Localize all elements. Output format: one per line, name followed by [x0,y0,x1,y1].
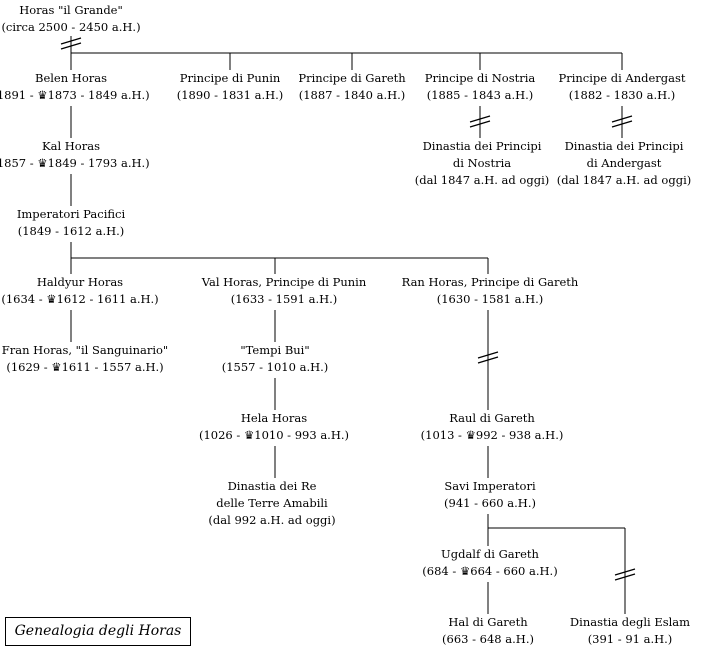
node-horas-il-grande: Horas "il Grande"(circa 2500 - 2450 a.H.… [1,3,141,34]
node-ugdalf-di-gareth: Ugdalf di Gareth(684 - ♛664 - 660 a.H.) [422,547,558,578]
node-hal-di-gareth: Hal di Gareth(663 - 648 a.H.) [442,615,534,646]
node-savi-imperatori: Savi Imperatori(941 - 660 a.H.) [444,479,536,510]
node-ran-horas: Ran Horas, Principe di Gareth(1630 - 158… [401,275,579,306]
node-raul-di-gareth: Raul di Gareth(1013 - ♛992 - 938 a.H.) [420,411,564,442]
node-val-horas: Val Horas, Principe di Punin(1633 - 1591… [201,275,367,306]
node-dinastia-eslam: Dinastia degli Eslam(391 - 91 a.H.) [569,615,691,646]
node-principe-di-gareth: Principe di Gareth(1887 - 1840 a.H.) [298,71,406,102]
node-fran-horas: Fran Horas, "il Sanguinario"(1629 - ♛161… [1,343,169,374]
node-imperatori-pacifici: Imperatori Pacifici(1849 - 1612 a.H.) [16,207,126,238]
node-belen-horas: Belen Horas(1891 - ♛1873 - 1849 a.H.) [0,71,150,102]
node-haldyur-horas: Haldyur Horas(1634 - ♛1612 - 1611 a.H.) [1,275,159,306]
node-principe-di-punin: Principe di Punin(1890 - 1831 a.H.) [176,71,284,102]
node-principe-di-andergast: Principe di Andergast(1882 - 1830 a.H.) [558,71,686,102]
legend-box: Genealogia degli Horas [5,617,191,646]
node-hela-horas: Hela Horas(1026 - ♛1010 - 993 a.H.) [198,411,350,442]
node-kal-horas: Kal Horas(1857 - ♛1849 - 1793 a.H.) [0,139,150,170]
node-tempi-bui: "Tempi Bui"(1557 - 1010 a.H.) [221,343,329,374]
node-principe-di-nostria: Principe di Nostria(1885 - 1843 a.H.) [424,71,536,102]
